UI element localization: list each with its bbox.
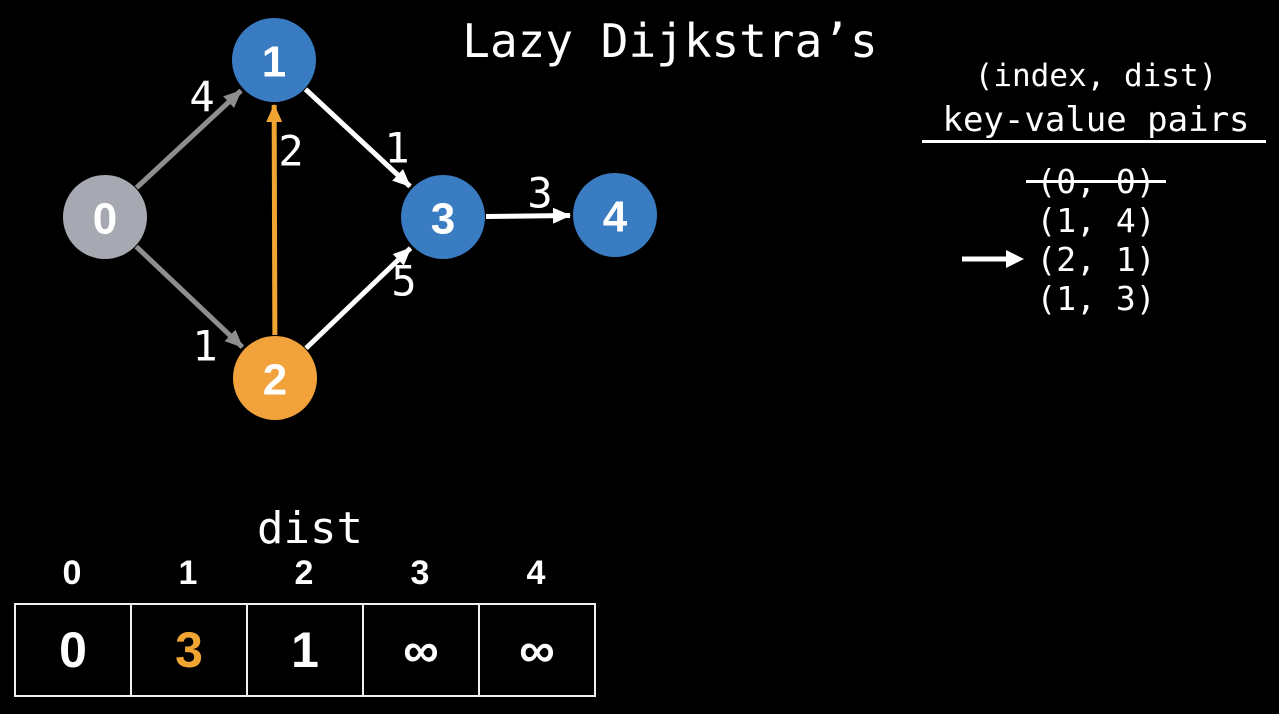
edge-weight-2-1: 2 — [278, 127, 303, 176]
dist-cell: 3 — [130, 605, 246, 695]
graph-node-1 — [232, 18, 316, 102]
graph-node-label-1: 1 — [262, 38, 286, 87]
graph-node-label-3: 3 — [431, 195, 455, 244]
pq-entry-text: (0, 0) — [1026, 162, 1166, 201]
dist-indices: 0 1 2 3 4 — [14, 555, 594, 591]
graph-edge-2-3 — [304, 246, 413, 351]
dist-table: 0 3 1 ∞ ∞ — [14, 603, 596, 697]
pq-header-index-dist: (index, dist) — [974, 58, 1218, 94]
page-title: Lazy Dijkstra’s — [462, 14, 878, 68]
dist-index: 2 — [294, 554, 314, 592]
graph-edge-0-1 — [134, 88, 243, 190]
pq-header-key-value-pairs: key-value pairs — [942, 100, 1250, 140]
pq-entries: (0, 0) (1, 4) (2, 1) (1, 3) — [920, 162, 1272, 318]
edge-weight-2-3: 5 — [391, 257, 416, 306]
priority-queue-panel: (index, dist) key-value pairs (0, 0) (1,… — [920, 58, 1272, 318]
pq-entry: (2, 1) — [920, 240, 1272, 279]
graph-node-2 — [233, 336, 317, 420]
current-entry-arrow-icon — [962, 250, 1024, 268]
graph-node-label-0: 0 — [93, 195, 117, 244]
dist-title: dist — [257, 503, 363, 554]
graph-node-0 — [63, 175, 147, 259]
pq-entry: (0, 0) — [920, 162, 1272, 201]
graph-node-label-2: 2 — [263, 356, 287, 405]
edge-weight-0-2: 1 — [192, 322, 217, 371]
dist-index: 4 — [526, 554, 546, 592]
graph-node-label-4: 4 — [603, 193, 628, 242]
graph-node-4 — [573, 173, 657, 257]
dist-cell: 1 — [246, 605, 362, 695]
pq-underline — [922, 140, 1266, 143]
pq-entry-text: (2, 1) — [1036, 240, 1156, 279]
graph-edge-2-1 — [266, 103, 283, 336]
pq-entry-text: (1, 3) — [1036, 279, 1156, 318]
pq-entry: (1, 3) — [920, 279, 1272, 318]
dist-index: 3 — [410, 554, 430, 592]
dist-index: 1 — [178, 554, 198, 592]
dist-cell: 0 — [59, 622, 87, 678]
graph-edge-0-2 — [134, 244, 245, 349]
edge-weight-0-1: 4 — [189, 73, 214, 122]
graph-edge-3-4 — [485, 207, 572, 224]
pq-entry-text: (1, 4) — [1036, 201, 1156, 240]
dist-index: 0 — [62, 554, 82, 592]
dist-cell: ∞ — [362, 605, 478, 695]
edge-weight-3-4: 3 — [527, 169, 552, 218]
graph-edge-1-3 — [303, 87, 412, 189]
graph-node-3 — [401, 175, 485, 259]
dist-cell: ∞ — [478, 605, 594, 695]
edge-weight-1-3: 1 — [384, 124, 409, 173]
pq-entry: (1, 4) — [920, 201, 1272, 240]
